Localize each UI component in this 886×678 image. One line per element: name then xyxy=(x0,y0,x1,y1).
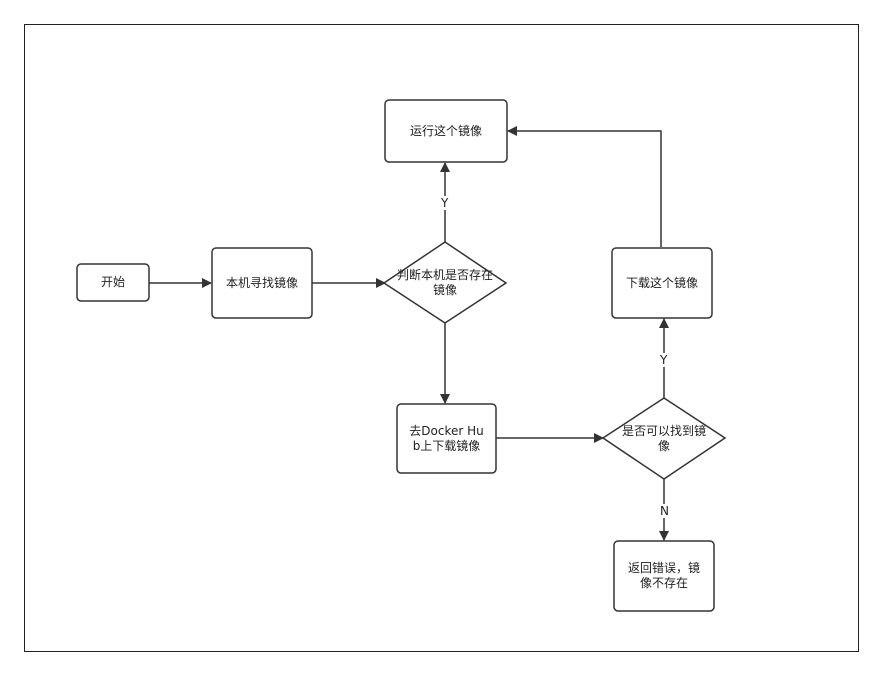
edge-label-yes-download: Y xyxy=(658,353,670,367)
node-pull-hub-label: 去Docker Hub上下载镜像 xyxy=(409,423,484,453)
edge-label-no-error: N xyxy=(658,504,671,518)
edge-download-to-run xyxy=(507,126,662,247)
node-can-find-shape xyxy=(601,397,727,480)
edge-label-yes-run: Y xyxy=(439,196,451,210)
node-start-shape xyxy=(76,263,150,302)
node-return-error-shape xyxy=(613,540,715,612)
node-start-label: 开始 xyxy=(100,275,125,289)
node-download-image-shape xyxy=(611,247,713,319)
node-search-local-shape xyxy=(211,247,313,319)
diagram-frame xyxy=(24,24,859,652)
node-run-image-shape xyxy=(384,99,508,163)
node-pull-hub-shape xyxy=(396,403,497,474)
node-return-error-label: 返回错误，镜像不存在 xyxy=(627,561,700,590)
node-exists-local-label: 判断本机是否存在镜像 xyxy=(396,268,493,297)
node-search-local-label: 本机寻找镜像 xyxy=(225,275,298,290)
node-run-image-label: 运行这个镜像 xyxy=(409,123,482,138)
node-exists-local-shape xyxy=(382,241,508,324)
node-download-image-label: 下载这个镜像 xyxy=(625,275,698,290)
node-can-find-label: 是否可以找到镜像 xyxy=(622,424,707,453)
